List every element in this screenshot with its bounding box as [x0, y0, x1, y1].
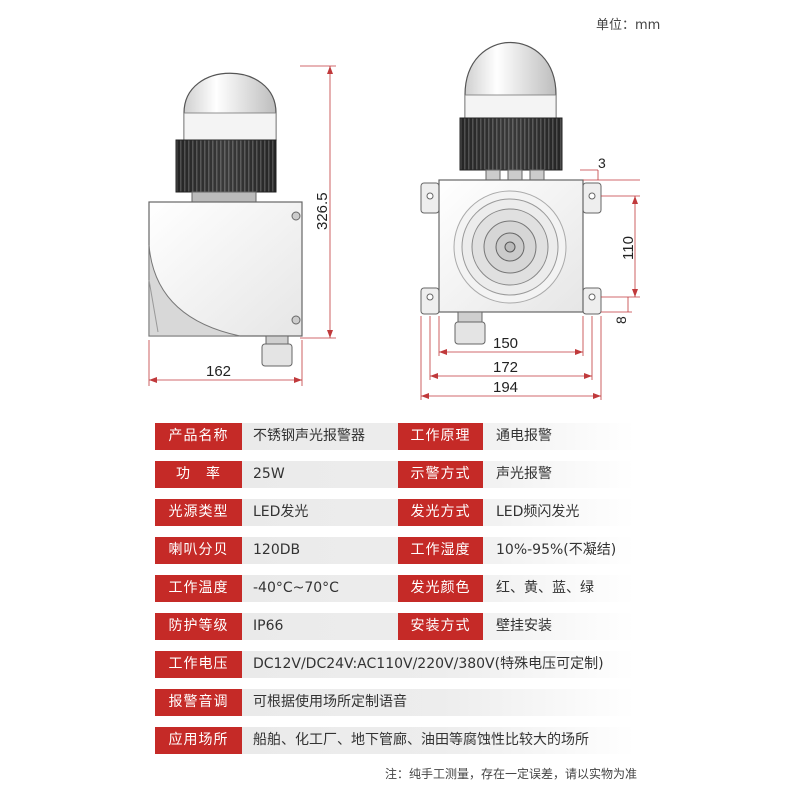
spec-label: 产品名称 — [155, 423, 242, 450]
spec-row: 报警音调 可根据使用场所定制语音 — [155, 689, 635, 716]
spec-label: 应用场所 — [155, 727, 242, 754]
dim-hole-spacing: 110 — [620, 236, 637, 260]
spec-value: 120DB — [253, 542, 301, 558]
spec-row: 产品名称 不锈钢声光报警器 工作原理 通电报警 — [155, 423, 635, 450]
dim-side-width: 162 — [206, 363, 231, 380]
spec-label: 发光方式 — [398, 499, 483, 526]
spec-label: 工作电压 — [155, 651, 242, 678]
dim-top-offset: 3 — [598, 155, 606, 171]
spec-row: 工作温度 -40°C~70°C 发光颜色 红、黄、蓝、绿 — [155, 575, 635, 602]
spec-label: 发光颜色 — [398, 575, 483, 602]
spec-label: 报警音调 — [155, 689, 242, 716]
side-view — [148, 65, 336, 386]
spec-value: 壁挂安装 — [496, 618, 552, 634]
spec-row: 功 率 25W 示警方式 声光报警 — [155, 461, 635, 488]
spec-value: LED频闪发光 — [496, 504, 580, 520]
spec-value: 可根据使用场所定制语音 — [253, 694, 407, 710]
unit-label: 单位：mm — [596, 18, 661, 33]
front-view — [420, 41, 640, 400]
spec-value: 声光报警 — [496, 466, 552, 482]
dim-mid-width: 172 — [493, 359, 518, 376]
spec-label: 安装方式 — [398, 613, 483, 640]
spec-table: 产品名称 不锈钢声光报警器 工作原理 通电报警 功 率 25W 示警方式 声光报… — [155, 423, 635, 765]
spec-row: 光源类型 LED发光 发光方式 LED频闪发光 — [155, 499, 635, 526]
dim-bottom-offset: 8 — [613, 316, 629, 324]
spec-value: 25W — [253, 466, 285, 482]
footnote: 注：纯手工测量，存在一定误差，请以实物为准 — [385, 767, 638, 781]
spec-value: -40°C~70°C — [253, 580, 339, 596]
spec-value: 10%-95%(不凝结) — [496, 542, 617, 558]
spec-label: 示警方式 — [398, 461, 483, 488]
spec-value: 船舶、化工厂、地下管廊、油田等腐蚀性比较大的场所 — [253, 732, 589, 748]
spec-value: 红、黄、蓝、绿 — [496, 580, 594, 596]
spec-value: LED发光 — [253, 504, 309, 520]
spec-label: 功 率 — [155, 461, 242, 488]
spec-label: 防护等级 — [155, 613, 242, 640]
spec-row: 防护等级 IP66 安装方式 壁挂安装 — [155, 613, 635, 640]
dim-side-height: 326.5 — [314, 192, 331, 230]
spec-row: 应用场所 船舶、化工厂、地下管廊、油田等腐蚀性比较大的场所 — [155, 727, 635, 754]
technical-drawing: 326.5 162 — [148, 41, 640, 400]
spec-value: IP66 — [253, 618, 284, 634]
spec-label: 光源类型 — [155, 499, 242, 526]
dim-inner-width: 150 — [493, 335, 518, 352]
spec-value: 通电报警 — [496, 428, 552, 444]
spec-row: 工作电压 DC12V/DC24V:AC110V/220V/380V(特殊电压可定… — [155, 651, 635, 678]
spec-label: 工作湿度 — [398, 537, 483, 564]
spec-row: 喇叭分贝 120DB 工作湿度 10%-95%(不凝结) — [155, 537, 635, 564]
spec-label: 喇叭分贝 — [155, 537, 242, 564]
spec-label: 工作温度 — [155, 575, 242, 602]
dim-outer-width: 194 — [493, 379, 518, 396]
spec-label: 工作原理 — [398, 423, 483, 450]
spec-value: DC12V/DC24V:AC110V/220V/380V(特殊电压可定制) — [253, 656, 604, 672]
spec-value: 不锈钢声光报警器 — [253, 428, 365, 444]
